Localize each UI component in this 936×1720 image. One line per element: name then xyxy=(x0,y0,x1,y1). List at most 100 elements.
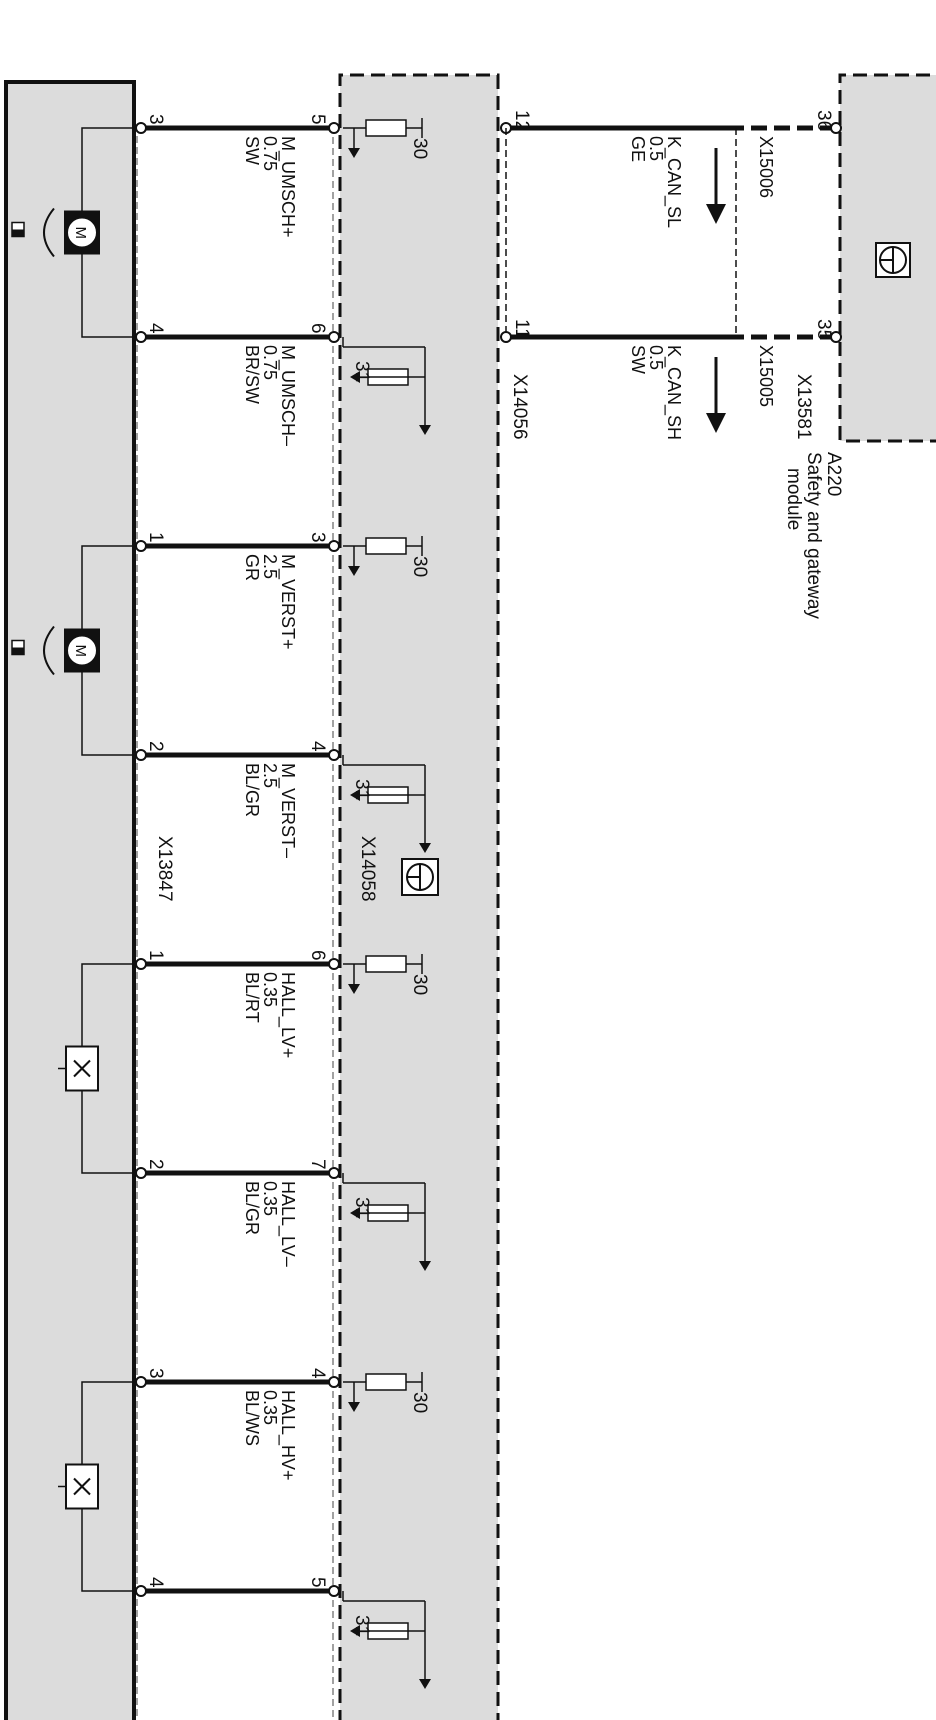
wire-color: BL/RT xyxy=(242,972,262,1023)
wire-gauge: 0.35 xyxy=(260,1181,280,1216)
ground-arrow-icon xyxy=(419,1261,431,1271)
arrow-icon xyxy=(350,789,360,801)
wire-color: BL/GR xyxy=(242,763,262,817)
rotation-arc-icon xyxy=(43,207,55,258)
wire-name: M_VERST+ xyxy=(277,554,298,650)
ecu-pin-terminal xyxy=(328,540,340,552)
gateway-pin-terminal xyxy=(830,331,842,343)
wire-gauge: 0.75 xyxy=(260,136,280,171)
component-panel xyxy=(4,80,136,1720)
motor-group: M xyxy=(11,127,136,338)
wire-name: M_UMSCH– xyxy=(277,345,298,446)
connector-x13847-outline xyxy=(136,125,334,1720)
ecu-internal-circuit: 31 xyxy=(342,337,431,435)
can-wire-name: K_CAN_SH xyxy=(663,345,684,440)
gateway-symbol-icon xyxy=(875,242,911,278)
ecu-pin-number: 7 xyxy=(307,1159,328,1170)
ground-terminal-label: 31 xyxy=(351,779,372,800)
ecu-pin-number: 5 xyxy=(307,114,328,125)
ecu-internal-circuit: 31 xyxy=(342,1591,431,1689)
ground-terminal-label: 31 xyxy=(351,1197,372,1218)
ecu-pin-number: 3 xyxy=(307,532,328,543)
can-wire-gauge: 0.5 xyxy=(646,136,666,161)
ground-terminal-label: 31 xyxy=(351,1615,372,1636)
motor-icon xyxy=(66,216,98,249)
can-connector-label: X15005 xyxy=(756,345,776,407)
can-wire-gauge: 0.5 xyxy=(646,345,666,370)
ecu-internal-circuit: 30 xyxy=(343,118,430,159)
ecu-pin-terminal xyxy=(328,1376,340,1388)
ecu-internal-circuit: 31 xyxy=(342,1173,431,1271)
component-pin-terminal xyxy=(135,331,147,343)
wire-group: 42M_VERST–2.5BL/GR xyxy=(135,741,340,858)
arrow-icon xyxy=(348,1402,360,1412)
ecu-internal-circuit: 30 xyxy=(343,954,430,995)
arrow-icon xyxy=(350,371,360,383)
component-pin-number: 1 xyxy=(145,532,166,543)
component-pin-terminal xyxy=(135,1167,147,1179)
motor-group: M xyxy=(11,545,136,756)
arrow-icon xyxy=(348,984,360,994)
component-pin-terminal xyxy=(135,749,147,761)
ground-arrow-icon xyxy=(419,843,431,853)
gateway-module-label-line1: Safety and gateway xyxy=(803,452,824,619)
gateway-connector-label: X13581 xyxy=(793,374,814,440)
supply-terminal-label: 30 xyxy=(409,556,430,577)
ecu-pin-terminal xyxy=(328,122,340,134)
motor-symbol-label: M xyxy=(72,227,89,240)
control-unit-symbol-icon xyxy=(401,858,439,896)
component-pin-terminal xyxy=(135,1585,147,1597)
control-unit-panel xyxy=(338,73,500,1720)
wire-name: HALL_LV+ xyxy=(277,972,298,1058)
wire-group: 31M_VERST+2.5GR xyxy=(135,532,340,650)
plug-icon xyxy=(12,647,24,655)
hall-sensor-group xyxy=(58,1381,136,1592)
arrow-icon xyxy=(348,566,360,576)
wire-color: BR/SW xyxy=(242,345,262,404)
component-pin-number: 1 xyxy=(145,950,166,961)
gateway-module-code: A220 xyxy=(823,452,844,496)
component-pin-terminal xyxy=(135,540,147,552)
component-pin-terminal xyxy=(135,1376,147,1388)
ground-terminal-label: 31 xyxy=(351,361,372,382)
ecu-pin-number: 5 xyxy=(307,1577,328,1588)
wire-color: SW xyxy=(242,136,262,165)
pullup-resistor-icon xyxy=(365,1373,407,1391)
signal-arrow-icon xyxy=(706,413,726,433)
component-pin-terminal xyxy=(135,122,147,134)
gateway-pin-number: 35 xyxy=(813,319,834,340)
ecu-internal-circuit: 30 xyxy=(343,1372,430,1413)
component-connector-label: X13847 xyxy=(154,836,175,902)
ground-arrow-icon xyxy=(419,1679,431,1689)
ecu-pin-number: 4 xyxy=(307,741,328,752)
harness-pin-number: 12 xyxy=(511,110,532,131)
wire-name: M_VERST– xyxy=(277,763,298,858)
ecu-internal-circuit: 30 xyxy=(343,536,430,577)
ecu-pin-terminal xyxy=(328,331,340,343)
hall-sensor-cross xyxy=(73,1059,91,1078)
signal-arrow-icon xyxy=(706,204,726,224)
can-wire-color: SW xyxy=(628,345,648,374)
wire-group: 54 xyxy=(135,1577,340,1597)
ecu-pin-terminal xyxy=(328,958,340,970)
wire-gauge: 0.35 xyxy=(260,1390,280,1425)
gateway-module-label-line2: module xyxy=(783,468,804,530)
component-pin-number: 4 xyxy=(145,1577,166,1588)
ground-arrow-icon xyxy=(419,425,431,435)
supply-terminal-label: 30 xyxy=(409,974,430,995)
wire-gauge: 0.35 xyxy=(260,972,280,1007)
hall-sensor-group xyxy=(58,963,136,1174)
can-bus-layer: 3612X15006K_CAN_SL0.5GE3511X15005K_CAN_S… xyxy=(500,110,842,440)
component-pin-number: 4 xyxy=(145,323,166,334)
ecu-pin-number: 6 xyxy=(307,323,328,334)
hall-sensor-cross xyxy=(73,1477,91,1496)
component-pin-number: 3 xyxy=(145,114,166,125)
component-pin-number: 2 xyxy=(145,741,166,752)
can-harness-connector-label: X14056 xyxy=(509,374,530,440)
arrow-icon xyxy=(350,1625,360,1637)
